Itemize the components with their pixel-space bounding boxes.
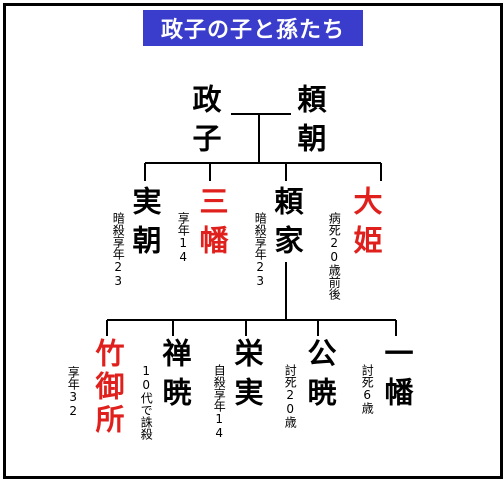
grandchild-ichiman-note: 討死6歳 bbox=[360, 364, 375, 414]
child-ohime-note: 病死20歳前後 bbox=[327, 212, 342, 300]
child-sanetomo: 実朝 bbox=[128, 186, 162, 264]
grandchild-ichiman: 一幡 bbox=[380, 338, 414, 416]
grandchild-takenogosho-note: 享年32 bbox=[66, 366, 81, 418]
parent-masako: 政子 bbox=[188, 84, 222, 162]
grandchild-eijitsu: 栄実 bbox=[230, 338, 264, 416]
diagram-title: 政子の子と孫たち bbox=[143, 10, 363, 46]
grandchild-zengyo: 禅暁 bbox=[158, 338, 192, 416]
parent-yoritomo: 頼朝 bbox=[293, 84, 327, 162]
child-yoriie: 頼家 bbox=[270, 186, 304, 264]
grandchild-takenogosho: 竹御所 bbox=[91, 338, 125, 437]
child-sanman: 三幡 bbox=[195, 186, 229, 264]
child-ohime: 大姫 bbox=[349, 186, 383, 264]
child-sanman-note: 享年14 bbox=[176, 212, 191, 264]
child-yoriie-note: 暗殺享年23 bbox=[253, 212, 268, 288]
diagram-frame bbox=[3, 3, 503, 479]
grandchild-kugyo: 公暁 bbox=[303, 338, 337, 416]
grandchild-eijitsu-note: 自殺享年14 bbox=[212, 364, 227, 440]
grandchild-kugyo-note: 討死20歳 bbox=[283, 364, 298, 428]
grandchild-zengyo-note: 10代で誅殺 bbox=[139, 364, 154, 440]
child-sanetomo-note: 暗殺享年23 bbox=[111, 212, 126, 288]
